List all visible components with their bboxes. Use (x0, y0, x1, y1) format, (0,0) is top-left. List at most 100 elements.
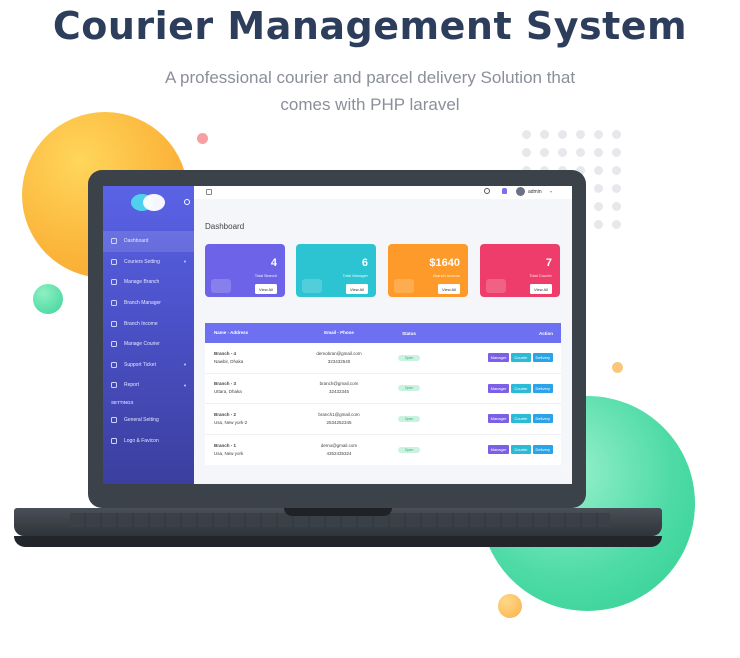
stat-value: 6 (361, 257, 368, 269)
stat-label: Total Manager (342, 273, 368, 278)
branch-address: Usa, New york (214, 450, 244, 456)
branch-phone: 323432540 (327, 358, 351, 364)
decorative-pink-dot (197, 133, 208, 144)
user-icon (111, 300, 117, 307)
settings-icon (111, 258, 117, 265)
status-badge: Open (398, 415, 420, 422)
notification-bell-icon[interactable] (502, 188, 507, 194)
manager-button[interactable]: Manager (487, 445, 510, 455)
decorative-orange-dot (498, 594, 522, 618)
hero-subtitle: A professional courier and parcel delive… (120, 64, 620, 118)
sidebar-item-label: General Setting (124, 417, 159, 424)
home-icon (111, 238, 117, 245)
sidebar-section-settings: SETTINGS (111, 400, 134, 406)
branch-address: Uttara, Dhaka (214, 389, 242, 395)
sidebar-item-branch-income[interactable]: Branch Income (103, 313, 194, 334)
courier-button[interactable]: Courier (511, 414, 531, 424)
view-all-button[interactable]: View All (255, 284, 277, 294)
stat-card-total-branch: 4 Total Branch View All (205, 244, 285, 297)
chevron-down-icon[interactable]: ▾ (550, 189, 553, 194)
stat-card-branch-income: $1640 Branch Income View All (388, 244, 468, 297)
courier-button[interactable]: Courier (511, 353, 531, 363)
search-icon[interactable] (484, 188, 490, 194)
stat-value: 7 (545, 257, 552, 269)
delivery-button[interactable]: Delivery (532, 383, 553, 393)
branch-phone: 2534252345 (326, 419, 352, 425)
hero-subtitle-line2: comes with PHP laravel (280, 95, 460, 114)
column-header-status: Status (402, 330, 416, 336)
table-row: Branch - 3 Uttara, Dhaka branch@gmail.co… (205, 374, 561, 404)
manager-button[interactable]: Manager (487, 353, 510, 363)
sidebar-item-branch-manager[interactable]: Branch Manager (103, 293, 194, 314)
laptop-base-lip (14, 536, 662, 547)
delivery-button[interactable]: Delivery (532, 353, 553, 363)
sidebar-item-label: Manage Courier (124, 341, 160, 348)
sidebar-toggle-icon[interactable] (184, 199, 190, 205)
app-logo[interactable] (131, 194, 165, 211)
sidebar-item-support-ticket[interactable]: Support Ticket ▼ (103, 355, 194, 376)
chevron-down-icon: ▼ (183, 259, 187, 265)
branch-email: demobran@gmail.com (316, 350, 362, 356)
view-all-button[interactable]: View All (438, 284, 460, 294)
sidebar-item-label: Branch Income (124, 320, 158, 327)
courier-button[interactable]: Courier (511, 383, 531, 393)
stat-label: Total Courier (529, 273, 552, 278)
delivery-button[interactable]: Delivery (532, 445, 553, 455)
view-all-button[interactable]: View All (346, 284, 368, 294)
username[interactable]: admin (528, 189, 542, 195)
money-icon (394, 279, 414, 293)
manager-button[interactable]: Manager (487, 383, 510, 393)
sidebar-item-couriers-setting[interactable]: Couriers Setting ▼ (103, 252, 194, 273)
avatar[interactable] (516, 187, 525, 196)
branch-name: Branch - 4 (214, 350, 237, 356)
delivery-button[interactable]: Delivery (532, 414, 553, 424)
branch-phone: 4352435324 (326, 450, 352, 456)
sidebar-item-label: Logo & Favicon (124, 437, 159, 444)
report-icon (111, 382, 117, 389)
sidebar-item-label: Report (124, 382, 140, 389)
sidebar-item-report[interactable]: Report ▼ (103, 375, 194, 396)
courier-button[interactable]: Courier (511, 445, 531, 455)
sidebar-item-label: Manage Branch (124, 279, 160, 286)
table-header: Name - Address Email - Phone Status Acti… (205, 323, 561, 343)
column-header-name: Name - Address (214, 330, 249, 335)
manager-button[interactable]: Manager (487, 414, 510, 424)
column-header-action: Action (539, 330, 553, 336)
branch-name: Branch - 1 (214, 442, 237, 448)
image-icon (111, 437, 117, 444)
branch-address: Usa, New york-2 (214, 419, 248, 425)
branch-icon (111, 279, 117, 286)
stat-card-total-courier: 7 Total Courier View All (480, 244, 560, 297)
laptop-notch (284, 508, 392, 516)
decorative-teal-dot (33, 284, 63, 314)
cart-icon (486, 279, 506, 293)
laptop-keyboard (70, 513, 610, 527)
sidebar-item-manage-branch[interactable]: Manage Branch (103, 272, 194, 293)
sidebar-item-logo-favicon[interactable]: Logo & Favicon (103, 430, 194, 451)
gear-icon (111, 417, 117, 424)
topbar: admin ▾ (194, 186, 572, 199)
branch-phone: 32432345 (328, 389, 350, 395)
sidebar-item-label: Couriers Setting (124, 258, 160, 265)
sidebar-item-label: Dashboard (124, 238, 149, 245)
sidebar-item-label: Branch Manager (124, 300, 161, 307)
chevron-down-icon: ▼ (183, 382, 187, 388)
stat-label: Branch Income (433, 273, 460, 278)
hero-title: Courier Management System (52, 4, 688, 48)
status-badge: Open (398, 385, 420, 392)
branch-email: demo@gmail.com (320, 442, 358, 448)
sidebar-item-label: Support Ticket (124, 361, 156, 368)
fullscreen-icon[interactable] (206, 189, 212, 195)
branch-name: Branch - 3 (214, 381, 237, 387)
sidebar-item-dashboard[interactable]: Dashboard (103, 231, 194, 252)
sidebar-item-general-setting[interactable]: General Setting (103, 410, 194, 431)
laptop-screen: Dashboard Couriers Setting ▼ Manage Bran… (103, 186, 572, 484)
sidebar-menu: Dashboard Couriers Setting ▼ Manage Bran… (103, 231, 194, 451)
table-row: Branch - 4 Nawbir, Dhaka demobran@gmail.… (205, 343, 561, 374)
sidebar: Dashboard Couriers Setting ▼ Manage Bran… (103, 186, 194, 484)
table-row: Branch - 2 Usa, New york-2 branch1@gmail… (205, 404, 561, 435)
sidebar-item-manage-courier[interactable]: Manage Courier (103, 334, 194, 355)
view-all-button[interactable]: View All (530, 284, 552, 294)
users-icon (302, 279, 322, 293)
branch-table: Name - Address Email - Phone Status Acti… (205, 323, 561, 465)
